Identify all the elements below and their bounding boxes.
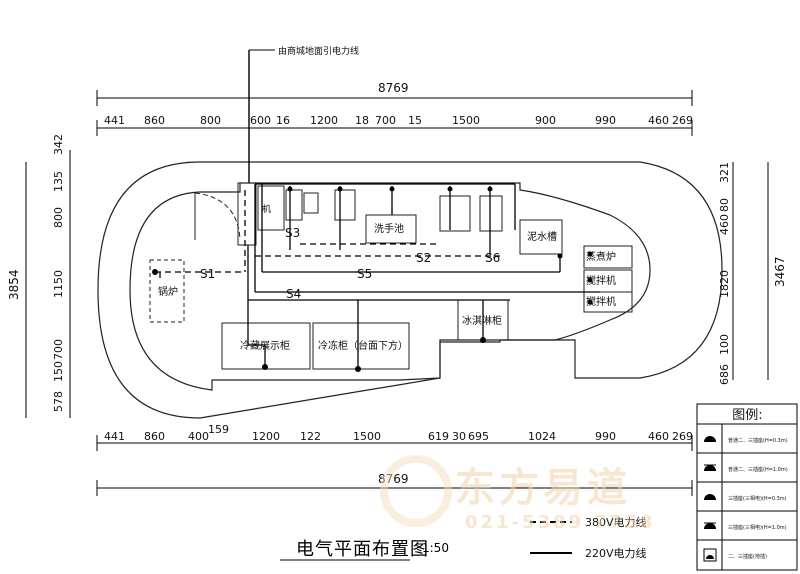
right-dim-4: 100 — [718, 334, 731, 355]
label-ice-cabinet: 冰淇淋柜 — [462, 314, 502, 327]
legend-item-3: 三插座(三相电)(H=0.3m) — [728, 495, 787, 502]
label-stove: 蒸煮炉 — [586, 251, 616, 263]
label-machine: 机 — [262, 203, 271, 215]
top-dimension — [96, 90, 693, 136]
bottom-dim-7: 619 — [428, 430, 449, 443]
bottom-dim-5: 122 — [300, 430, 321, 443]
drawing-title: 电气平面布置图 — [296, 539, 429, 560]
label-boiler: 锅炉 — [158, 286, 178, 298]
circuit-s6: S6 — [485, 251, 500, 265]
bottom-dim-8: 30 — [452, 430, 466, 443]
bottom-dim-10: 1024 — [528, 430, 556, 443]
machine-box — [257, 185, 285, 231]
left-dim-1: 135 — [52, 171, 65, 192]
right-dim-2: 460 — [718, 214, 731, 235]
left-dim-5: 150 — [52, 361, 65, 382]
sink-box — [519, 219, 563, 255]
right-dim-labels: 321 80 460 1820 100 686 — [718, 162, 731, 385]
bottom-dim-4: 1200 — [252, 430, 280, 443]
left-dim-6: 578 — [52, 391, 65, 412]
legend-dashed-text: 380V电力线 — [585, 515, 647, 529]
top-dim-7: 700 — [375, 114, 396, 127]
left-dim-2: 800 — [52, 207, 65, 228]
top-dim-2: 800 — [200, 114, 221, 127]
legend-title: 图例: — [732, 408, 763, 423]
circuit-s4: S4 — [286, 287, 301, 301]
label-sink: 泥水槽 — [527, 230, 557, 243]
dashed-circuits — [155, 190, 500, 280]
bottom-dim-6: 1500 — [353, 430, 381, 443]
bottom-dim-2: 400 — [188, 430, 209, 443]
top-dim-11: 990 — [595, 114, 616, 127]
right-dim-0: 321 — [718, 162, 731, 183]
top-dim-10: 900 — [535, 114, 556, 127]
legend-item-5: 二、三插座(地插) — [728, 553, 767, 560]
top-dim-1: 860 — [144, 114, 165, 127]
legend-item-2: 普通二、三插座(H=1.0m) — [728, 466, 788, 473]
right-dim-5: 686 — [718, 364, 731, 385]
legend-item-1: 普通二、三插座(H=0.3m) — [728, 437, 788, 444]
left-dimension — [25, 150, 71, 418]
bottom-dim-12: 460 — [648, 430, 669, 443]
top-dim-9: 1500 — [452, 114, 480, 127]
bottom-total: 8769 — [378, 472, 409, 486]
bottom-dim-159: 159 — [208, 423, 229, 436]
top-dim-5: 1200 — [310, 114, 338, 127]
legend-solid-text: 220V电力线 — [585, 546, 647, 560]
door-arc — [194, 192, 241, 241]
label-freezer: 冷冻柜（台面下方） — [318, 339, 408, 352]
right-dimension — [732, 162, 769, 380]
top-dim-3: 600 — [250, 114, 271, 127]
top-dim-4: 16 — [276, 114, 290, 127]
circuit-s2: S2 — [416, 251, 431, 265]
circuit-s3: S3 — [285, 226, 300, 240]
circuit-s5: S5 — [357, 267, 372, 281]
right-total: 3467 — [773, 256, 787, 287]
bottom-dim-13: 269 — [672, 430, 693, 443]
boiler-box — [149, 259, 185, 323]
wash-sink-box — [365, 214, 417, 244]
left-dim-3: 1150 — [52, 270, 65, 298]
top-dim-12: 460 — [648, 114, 669, 127]
bottom-dim-9: 695 — [468, 430, 489, 443]
top-dim-0: 441 — [104, 114, 125, 127]
drawing-scale: 1:50 — [422, 541, 449, 555]
legend-box: 普通二、三插座(H=0.3m) 普通二、三插座(H=1.0m) 三插座(三相电)… — [696, 403, 798, 571]
mixer2-box — [583, 291, 633, 313]
circuit-s1: S1 — [200, 267, 215, 281]
left-dim-4: 700 — [52, 339, 65, 360]
top-total: 8769 — [378, 81, 409, 95]
legend-item-4: 三插座(三相电)(H=1.0m) — [728, 524, 787, 531]
top-dim-6: 18 — [355, 114, 369, 127]
left-dim-0: 342 — [52, 134, 65, 155]
feed-label: 由商城地面引电力线 — [278, 45, 359, 57]
top-dim-8: 15 — [408, 114, 422, 127]
stove-box — [583, 245, 633, 269]
top-dim-13: 269 — [672, 114, 693, 127]
right-dim-1: 80 — [718, 198, 731, 212]
label-mixer1: 搅拌机 — [586, 274, 616, 287]
right-dim-3: 1820 — [718, 270, 731, 298]
bottom-dim-11: 990 — [595, 430, 616, 443]
solid-circuits — [247, 183, 600, 368]
bottom-dim-0: 441 — [104, 430, 125, 443]
label-cold-display: 冷藏展示柜 — [240, 339, 290, 352]
outlets — [152, 186, 593, 372]
label-mixer2: 搅拌机 — [586, 295, 616, 308]
bottom-dim-1: 860 — [144, 430, 165, 443]
left-total: 3854 — [7, 269, 21, 300]
label-wash-sink: 洗手池 — [374, 222, 404, 235]
counter-outline — [129, 182, 651, 391]
bottom-dimension — [96, 435, 693, 496]
